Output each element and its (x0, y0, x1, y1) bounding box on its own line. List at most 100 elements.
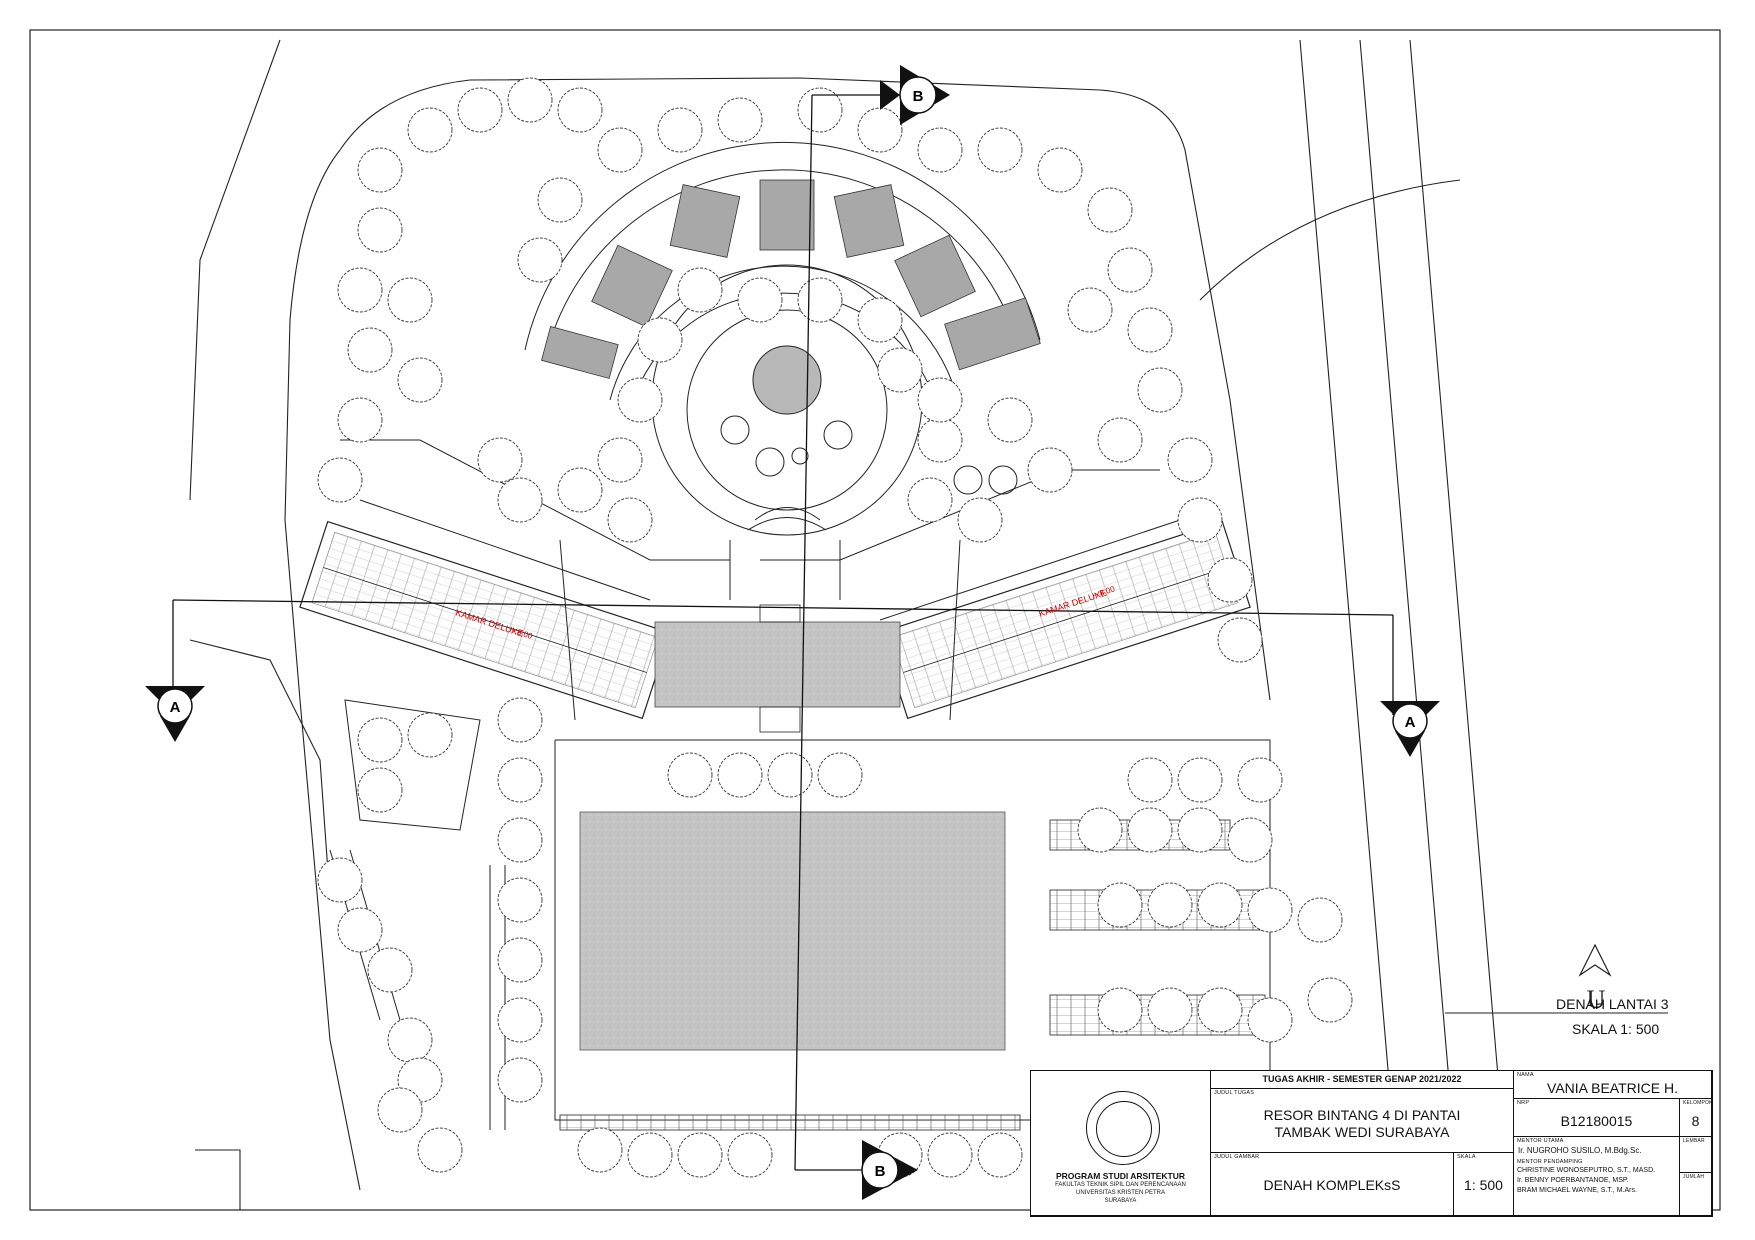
tree-icon (317, 857, 363, 903)
tree-icon (577, 1127, 623, 1173)
villa-roofs (541, 179, 1041, 379)
tree-icon (1307, 977, 1353, 1023)
tree-icon (337, 907, 383, 953)
mentor-support-label: MENTOR PENDAMPING (1517, 1159, 1583, 1165)
tree-icon (617, 377, 663, 423)
tree-icon (927, 1132, 973, 1178)
tree-icon (497, 937, 543, 983)
tree-icon (357, 207, 403, 253)
tree-icon (1147, 882, 1193, 928)
scale-label: SKALA (1457, 1154, 1476, 1160)
scale-value: 1: 500 (1464, 1177, 1503, 1193)
total-label: JUMLAH (1683, 1174, 1705, 1180)
nrp-label: NRP (1517, 1100, 1530, 1106)
university-logo-icon (1086, 1091, 1160, 1165)
tree-icon (667, 752, 713, 798)
tree-icon (367, 947, 413, 993)
drawing-title-cell: JUDUL GAMBAR DENAH KOMPLEKsS (1211, 1153, 1454, 1216)
tree-icon (497, 877, 543, 923)
tree-icon (917, 377, 963, 423)
tree-icon (677, 1132, 723, 1178)
course-cell: TUGAS AKHIR - SEMESTER GENAP 2021/2022 (1211, 1071, 1514, 1089)
tree-icon (357, 717, 403, 763)
north-arrow-icon: U (1578, 943, 1612, 1014)
tree-icon (347, 327, 393, 373)
tree-icon (977, 127, 1023, 173)
tree-icon (797, 87, 843, 133)
tree-icon (1097, 882, 1143, 928)
tree-icon (797, 277, 843, 323)
bridge-bottom (759, 706, 801, 733)
tree-icon (607, 497, 653, 543)
tree-icon (1207, 557, 1253, 603)
group-label: KELOMPOK (1683, 1100, 1713, 1106)
tree-icon (717, 752, 763, 798)
tree-icon (557, 87, 603, 133)
tree-icon (357, 767, 403, 813)
tree-icon (1217, 617, 1263, 663)
tree-icon (1127, 807, 1173, 853)
tree-icon (657, 107, 703, 153)
mentor-main-label: MENTOR UTAMA (1517, 1138, 1564, 1144)
section-marker-b-bottom: B (861, 1140, 918, 1200)
tree-icon (597, 437, 643, 483)
nrp-cell: NRP B12180015 (1514, 1099, 1680, 1137)
tree-icon (717, 97, 763, 143)
project-label: JUDUL TUGAS (1214, 1090, 1255, 1096)
tree-icon (817, 752, 863, 798)
section-marker-a-right: A (1380, 701, 1440, 757)
course-title: TUGAS AKHIR - SEMESTER GENAP 2021/2022 (1262, 1074, 1462, 1084)
tree-icon (377, 1087, 423, 1133)
sheet-cell: LEMBAR (1680, 1137, 1712, 1173)
section-marker-b-top: B (880, 65, 950, 125)
project-cell: JUDUL TUGAS RESOR BINTANG 4 DI PANTAI TA… (1211, 1089, 1514, 1153)
tree-icon (1147, 987, 1193, 1033)
tree-icon (1087, 187, 1133, 233)
mentor-support-2: Ir. BENNY POERBANTANOE, MSP. (1517, 1177, 1629, 1184)
scale-cell: SKALA 1: 500 (1454, 1153, 1514, 1216)
student-nrp: B12180015 (1560, 1113, 1633, 1129)
tree-icon (1177, 807, 1223, 853)
tree-icon (1127, 757, 1173, 803)
plan-title: DENAH LANTAI 3 (1556, 996, 1669, 1012)
tree-icon (497, 697, 543, 743)
tree-icon (1097, 417, 1143, 463)
section-marker-a-left: A (145, 686, 205, 742)
tree-icon (457, 87, 503, 133)
group-cell: KELOMPOK 8 (1680, 1099, 1712, 1137)
tree-icon (1297, 897, 1343, 943)
tree-icon (907, 477, 953, 523)
tree-icon (1197, 882, 1243, 928)
tree-icon (1097, 987, 1143, 1033)
tree-icon (857, 297, 903, 343)
north-label: U (1587, 985, 1606, 1014)
tree-icon (497, 1057, 543, 1103)
university-name: UNIVERSITAS KRISTEN PETRA (1076, 1190, 1165, 1196)
project-line-1: RESOR BINTANG 4 DI PANTAI (1263, 1107, 1461, 1123)
tree-icon (337, 267, 383, 313)
tree-icon (337, 397, 383, 443)
tree-icon (387, 1017, 433, 1063)
tree-icon (627, 1132, 673, 1178)
tree-icon (1197, 987, 1243, 1033)
section-a-text-left: A (170, 699, 181, 716)
faculty-name: FAKULTAS TEKNIK SIPIL DAN PERENCANAAN (1055, 1182, 1186, 1188)
tree-icon (507, 77, 553, 123)
mentor-cell: MENTOR UTAMA Ir. NUGROHO SUSILO, M.Bdg.S… (1514, 1137, 1680, 1216)
tree-icon (397, 357, 443, 403)
tree-icon (387, 277, 433, 323)
tree-icon (767, 752, 813, 798)
mentor-support-1: CHRISTINE WONOSEPUTRO, S.T., MASD. (1517, 1167, 1656, 1174)
tree-icon (987, 397, 1033, 443)
section-a-text-right: A (1405, 714, 1416, 731)
tree-icon (497, 757, 543, 803)
tree-icon (1037, 147, 1083, 193)
section-b-text-top: B (913, 88, 924, 105)
tree-icon (1247, 887, 1293, 933)
project-line-2: TAMBAK WEDI SURABAYA (1274, 1124, 1450, 1140)
tree-icon (877, 347, 923, 393)
tree-icon (1077, 807, 1123, 853)
tree-icon (737, 277, 783, 323)
hotel-wing-right (879, 520, 1251, 720)
